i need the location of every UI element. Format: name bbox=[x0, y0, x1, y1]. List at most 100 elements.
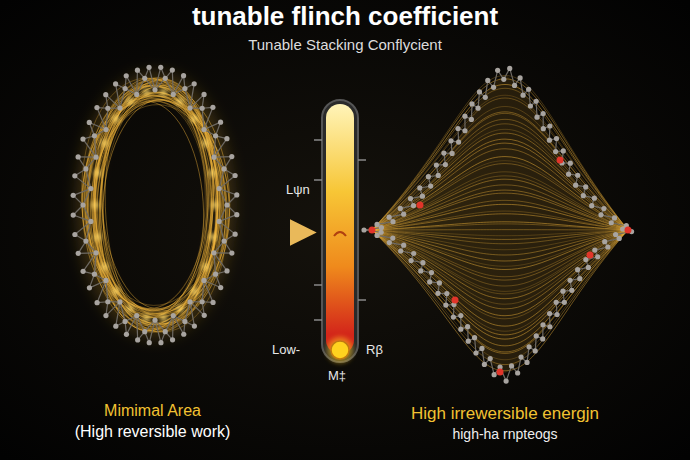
lattice-atom bbox=[411, 251, 416, 256]
lattice-atom bbox=[450, 151, 455, 156]
glow-dot bbox=[101, 140, 108, 147]
lattice-atom bbox=[554, 136, 559, 141]
lattice-atom bbox=[398, 248, 403, 253]
lattice-atom bbox=[201, 127, 206, 132]
lattice-atom bbox=[507, 66, 512, 71]
flow-arrow bbox=[250, 228, 314, 237]
lattice-atom bbox=[217, 186, 222, 191]
lattice-atom bbox=[135, 337, 140, 342]
caption: Mimimal Area bbox=[104, 401, 201, 422]
energy-strand bbox=[372, 230, 628, 331]
lattice-bond bbox=[219, 221, 224, 241]
lattice-atom bbox=[575, 173, 580, 178]
lattice-atom bbox=[171, 313, 176, 318]
energy-strand bbox=[372, 230, 628, 286]
energy-strand bbox=[372, 230, 628, 371]
energy-strand bbox=[372, 98, 628, 230]
lattice-atom bbox=[401, 243, 406, 248]
lattice-atom bbox=[466, 339, 471, 344]
energy-strand bbox=[372, 79, 628, 230]
energy-strand bbox=[372, 229, 628, 230]
lattice-atom bbox=[434, 162, 439, 167]
hotspot-dot bbox=[557, 157, 564, 164]
lattice-atom bbox=[547, 311, 552, 316]
energy-strand bbox=[372, 230, 628, 326]
glow-dot bbox=[176, 98, 183, 105]
energy-strand bbox=[372, 230, 628, 280]
ring-figure-node: Mimimal Area(High reversible work) bbox=[55, 75, 250, 447]
lattice-atom bbox=[560, 289, 565, 294]
lattice-atom bbox=[547, 138, 552, 143]
energy-strand bbox=[372, 230, 628, 261]
lattice-atom bbox=[88, 186, 93, 191]
hotspot-dot bbox=[587, 252, 594, 259]
lattice-atom bbox=[213, 133, 218, 138]
energy-strand bbox=[372, 230, 628, 239]
energy-strand bbox=[99, 86, 208, 325]
lattice-bond bbox=[214, 139, 227, 157]
energy-strand bbox=[72, 72, 237, 338]
gauge-label: M‡ bbox=[328, 368, 346, 383]
lattice-atom bbox=[122, 86, 127, 91]
lattice-atom bbox=[201, 92, 206, 97]
lattice-atom bbox=[541, 126, 546, 131]
energy-strand bbox=[372, 230, 628, 316]
lattice-atom bbox=[491, 85, 496, 90]
lattice-atom bbox=[211, 250, 216, 255]
lattice-atom bbox=[233, 232, 238, 237]
lattice-atom bbox=[211, 155, 216, 160]
lattice-atom bbox=[515, 370, 520, 375]
lattice-atom bbox=[418, 268, 423, 273]
lattice-atom bbox=[501, 77, 506, 82]
energy-strand bbox=[98, 83, 215, 328]
glow-dot bbox=[160, 89, 167, 96]
lattice-atom bbox=[117, 299, 122, 304]
energy-strand bbox=[372, 230, 628, 360]
lattice-atom bbox=[221, 238, 226, 243]
lattice-bond bbox=[172, 70, 174, 94]
lattice-atom bbox=[387, 240, 392, 245]
lattice-bond bbox=[219, 215, 237, 222]
lattice-atom bbox=[87, 120, 92, 125]
lattice-atom bbox=[429, 270, 434, 275]
lattice-bond bbox=[136, 70, 138, 94]
lattice-atom bbox=[547, 324, 552, 329]
lattice-atom bbox=[469, 117, 474, 122]
lattice-atom bbox=[401, 212, 406, 217]
energy-strand bbox=[372, 230, 628, 319]
lattice-bond bbox=[94, 136, 96, 157]
lattice-atom bbox=[142, 329, 147, 334]
gauge-bar bbox=[326, 104, 354, 354]
lattice-atom bbox=[568, 161, 573, 166]
lattice-atom bbox=[479, 346, 484, 351]
lattice-atom bbox=[592, 196, 597, 201]
lattice-atom bbox=[181, 332, 186, 337]
lattice-atom bbox=[103, 92, 108, 97]
lattice-atom bbox=[509, 363, 514, 368]
lattice-atom bbox=[528, 103, 533, 108]
glow-dot bbox=[202, 263, 209, 270]
tick bbox=[314, 284, 322, 286]
energy-strand bbox=[372, 112, 628, 230]
gauge-label: Lψn bbox=[286, 182, 310, 197]
lattice-atom bbox=[492, 372, 497, 377]
spindle-glow bbox=[372, 75, 628, 373]
energy-strand bbox=[372, 230, 628, 236]
spindle-figure bbox=[361, 66, 634, 384]
lattice-atom bbox=[192, 81, 197, 86]
lattice-atom bbox=[428, 183, 433, 188]
lattice-atom bbox=[612, 215, 617, 220]
lattice-atom bbox=[553, 149, 558, 154]
lattice-atom bbox=[561, 148, 566, 153]
energy-strand bbox=[372, 230, 628, 335]
lattice-atom bbox=[526, 87, 531, 92]
lattice-atom bbox=[465, 324, 470, 329]
lattice-atom bbox=[601, 206, 606, 211]
lattice-atom bbox=[435, 291, 440, 296]
lattice-atom bbox=[229, 250, 234, 255]
lattice-atom bbox=[443, 303, 448, 308]
energy-strand bbox=[372, 230, 628, 266]
glow-dot bbox=[143, 89, 150, 96]
gauge-housing bbox=[322, 100, 358, 362]
